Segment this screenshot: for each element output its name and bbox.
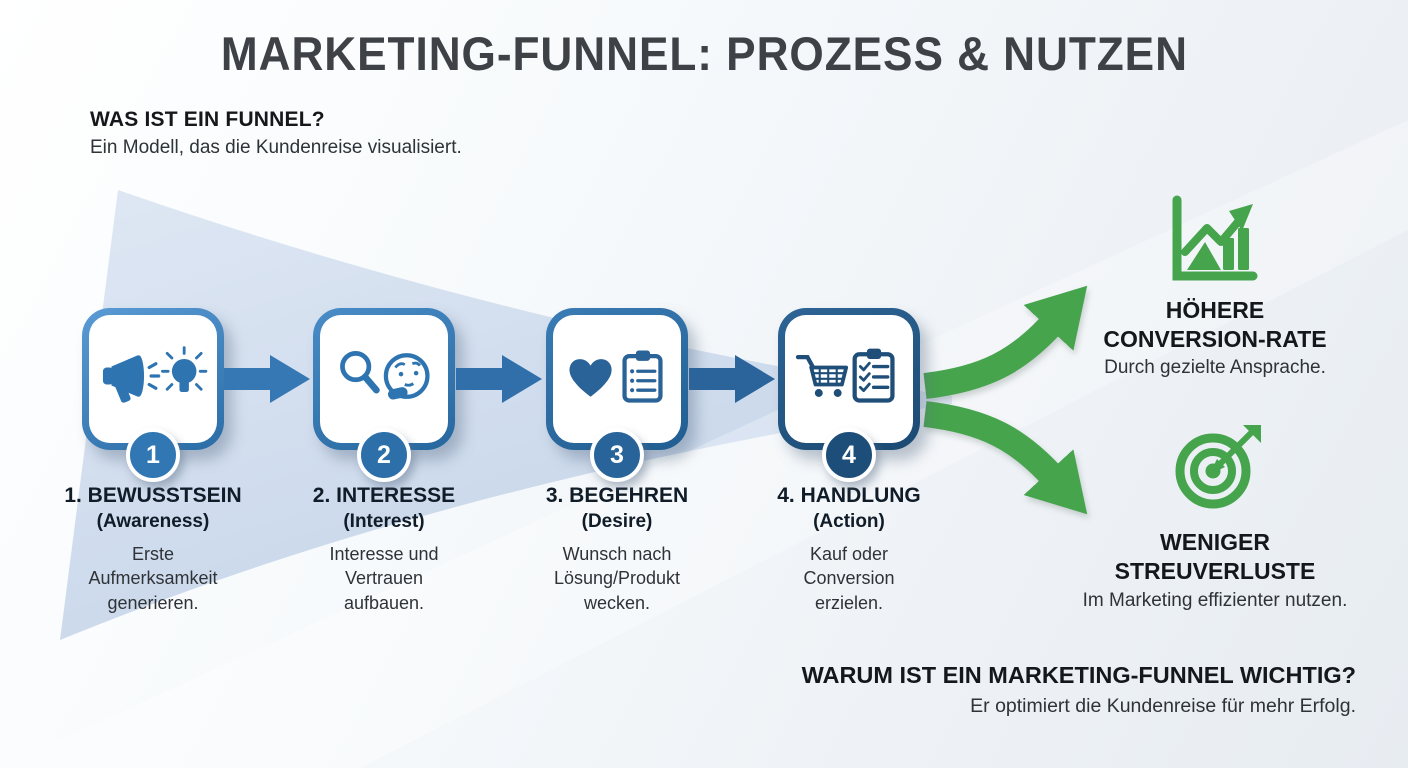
dart-arrow bbox=[1209, 425, 1261, 475]
step-3-number-badge: 3 bbox=[590, 428, 644, 482]
step-4-card bbox=[778, 308, 920, 450]
thinking-face-icon bbox=[383, 353, 430, 400]
intro-block: WAS IST EIN FUNNEL? Ein Modell, das die … bbox=[90, 108, 462, 159]
benefit-1-description: Durch gezielte Ansprache. bbox=[1104, 357, 1326, 378]
arrow-to-streuverluste bbox=[923, 401, 1088, 515]
lightbulb-icon bbox=[171, 359, 197, 393]
funnel-step-4: 4 4. HANDLUNG (Action) Kauf oder Convers… bbox=[734, 308, 964, 613]
step-4-title: 4. HANDLUNG bbox=[777, 484, 921, 507]
step-3-subtitle: (Desire) bbox=[581, 511, 653, 532]
flow-arrow-3 bbox=[689, 355, 775, 403]
step-3-description: Wunsch nach Lösung/Produkt wecken. bbox=[553, 544, 681, 613]
heart-icon bbox=[569, 359, 612, 397]
benefit-2-title: WENIGER STREUVERLUSTE bbox=[1114, 529, 1316, 584]
step-1-title: 1. BEWUSSTSEIN bbox=[64, 484, 242, 507]
step-1-description: Erste Aufmerksamkeit generieren. bbox=[88, 544, 218, 613]
clipboard-icon bbox=[622, 350, 663, 403]
cart-checklist-icon bbox=[795, 348, 895, 403]
step-1-number-badge: 1 bbox=[126, 428, 180, 482]
growth-chart-icon bbox=[1172, 195, 1258, 281]
step-1-subtitle: (Awareness) bbox=[96, 511, 210, 532]
step-2-title: 2. INTERESSE bbox=[312, 484, 456, 507]
step-3-card bbox=[546, 308, 688, 450]
lightbulb-rays bbox=[161, 346, 208, 391]
arrow-to-conversion-rate bbox=[923, 285, 1088, 399]
funnel-step-2: 2 2. INTERESSE (Interest) Interesse und … bbox=[269, 308, 499, 613]
step-2-card bbox=[313, 308, 455, 450]
step-1-card bbox=[82, 308, 224, 450]
flow-arrow-2 bbox=[456, 355, 542, 403]
page-title: MARKETING-FUNNEL: PROZESS & NUTZEN bbox=[220, 27, 1188, 80]
heart-clipboard-icon bbox=[569, 350, 663, 403]
benefit-2-description: Im Marketing effizienter nutzen. bbox=[1082, 590, 1348, 611]
sound-waves bbox=[147, 362, 161, 390]
step-2-subtitle: (Interest) bbox=[343, 511, 425, 532]
step-2-description: Interesse und Vertrauen aufbauen. bbox=[329, 544, 439, 613]
intro-text: Ein Modell, das die Kundenreise visualis… bbox=[90, 137, 462, 158]
megaphone-lightbulb-icon bbox=[102, 346, 208, 403]
flow-arrow-1 bbox=[224, 355, 310, 403]
step-3-title: 3. BEGEHREN bbox=[545, 484, 689, 507]
magnifier-icon bbox=[340, 350, 380, 394]
checklist-icon bbox=[852, 348, 895, 403]
intro-heading: WAS IST EIN FUNNEL? bbox=[90, 108, 325, 131]
benefit-1-title: HÖHERE CONVERSION-RATE bbox=[1103, 297, 1327, 352]
funnel-step-1: 1 1. BEWUSSTSEIN (Awareness) Erste Aufme… bbox=[38, 308, 268, 613]
outro-text: Er optimiert die Kundenreise für mehr Er… bbox=[970, 695, 1356, 717]
shopping-cart-icon bbox=[795, 354, 849, 397]
step-4-number-badge: 4 bbox=[822, 428, 876, 482]
step-4-description: Kauf oder Conversion erzielen. bbox=[803, 544, 895, 613]
benefit-fan-arrows bbox=[923, 285, 1088, 515]
step-2-number-badge: 2 bbox=[357, 428, 411, 482]
magnifier-thinking-face-icon bbox=[340, 350, 430, 400]
target-dart-icon bbox=[1175, 425, 1261, 509]
megaphone-icon bbox=[102, 355, 145, 403]
outro-heading: WARUM IST EIN MARKETING-FUNNEL WICHTIG? bbox=[801, 662, 1356, 688]
funnel-step-3: 3 3. BEGEHREN (Desire) Wunsch nach Lösun… bbox=[502, 308, 732, 613]
step-4-subtitle: (Action) bbox=[813, 511, 885, 532]
